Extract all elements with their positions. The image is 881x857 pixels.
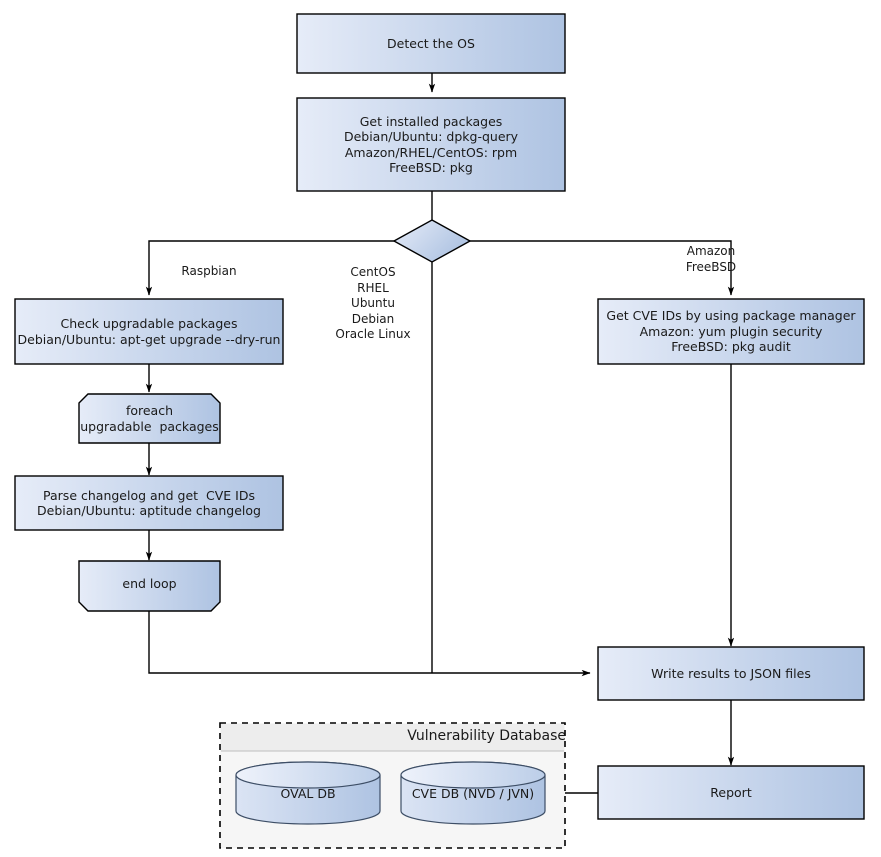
node-check-upgradable-packages[interactable]: [14, 298, 284, 365]
node-write-results-to-json[interactable]: [597, 646, 865, 701]
vulnerability-database-group-header: [221, 724, 564, 751]
node-end-loop[interactable]: [78, 560, 221, 612]
node-report[interactable]: [597, 765, 865, 820]
edge-decision-to-get-cve: [469, 240, 735, 296]
node-get-installed-packages[interactable]: [296, 97, 566, 192]
node-get-cve-ids[interactable]: [597, 298, 865, 365]
node-parse-changelog[interactable]: [14, 475, 284, 531]
node-foreach-upgradable-packages[interactable]: [78, 393, 221, 444]
node-oval-db-cylinder[interactable]: [235, 761, 381, 825]
node-cve-db-cylinder[interactable]: [400, 761, 546, 825]
node-os-decision[interactable]: [392, 219, 472, 263]
edge-decision-to-check-upgradable: [145, 240, 395, 296]
edge-endloop-to-write-results: [148, 611, 591, 677]
node-detect-the-os[interactable]: [296, 13, 566, 74]
